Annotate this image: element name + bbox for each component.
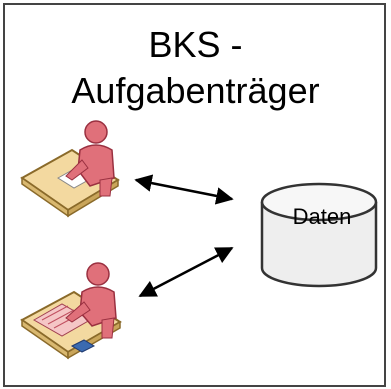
arrow-top-to-database (134, 174, 234, 205)
database-label: Daten (293, 204, 352, 229)
person-at-desk-icon (20, 120, 120, 218)
title-line-2: Aufgabenträger (71, 70, 320, 111)
person-at-terminal-icon (20, 262, 122, 360)
title-line-1: BKS - (148, 24, 243, 65)
database-cylinder-icon: Daten (260, 182, 378, 288)
arrow-bottom-to-database (138, 246, 234, 298)
diagram-title: BKS - Aufgabenträger (0, 22, 391, 114)
